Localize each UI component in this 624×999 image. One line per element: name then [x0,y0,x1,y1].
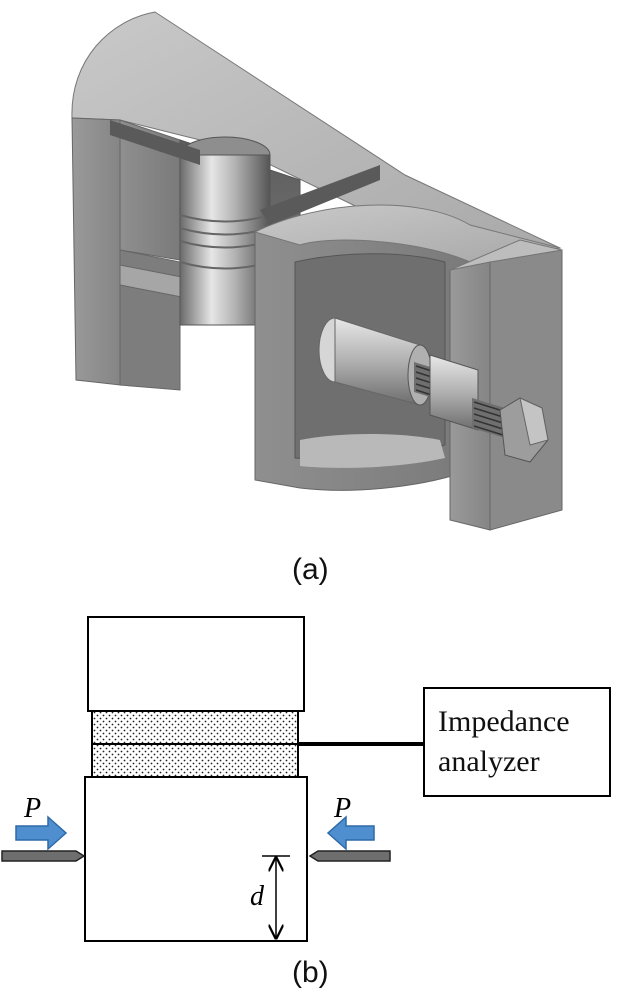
mid-rail [260,165,380,225]
top-block [87,616,305,712]
top-rail [110,120,200,165]
left-force-arrow [15,815,68,851]
analyzer-label-line2: analyzer [438,745,540,778]
window-floor [300,434,445,468]
piezo-layer-lower [91,743,299,778]
left-rod [1,850,86,862]
thread-section-2 [472,398,505,438]
right-rod [308,850,391,862]
right-force-arrow [326,815,375,851]
bottom-block [84,776,308,942]
schematic-diagram: P P d [1,616,611,942]
bolt-head-face [519,397,549,446]
impedance-analyzer-box [423,687,611,797]
impedance-analyzer-label: Impedance analyzer [438,702,570,782]
caption-b: (b) [292,956,329,989]
distance-label: d [250,881,265,912]
force-label-right: P [333,793,351,824]
fixture-3d-render [71,11,563,531]
piezo-layer-upper [91,710,299,745]
caption-a: (a) [292,553,329,586]
right-end-block-side [489,249,563,531]
right-end-block-top [449,239,563,271]
nut [429,354,479,431]
analyzer-label-line1: Impedance [438,705,570,738]
force-label-left: P [23,793,41,824]
right-housing-top [253,204,561,263]
left-block-front [71,117,121,386]
